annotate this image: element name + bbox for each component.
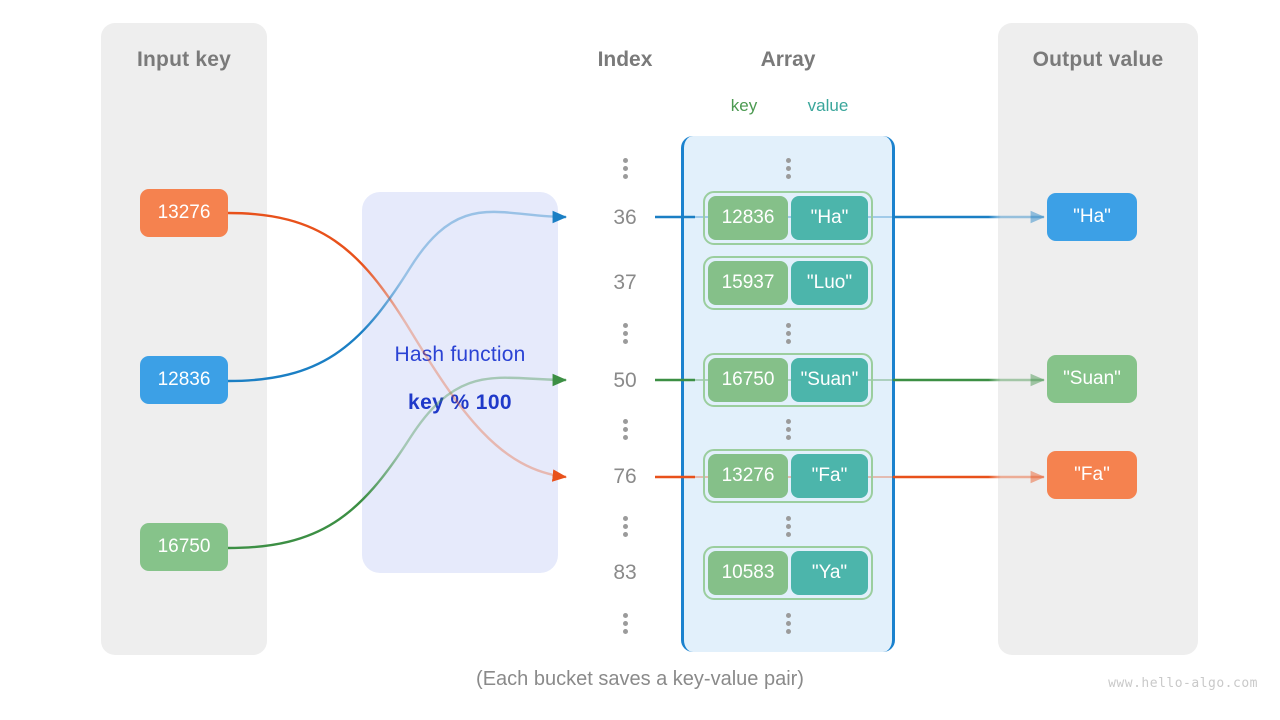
bucket-76-key: 13276 [708,454,788,498]
index-label-37: 37 [613,271,637,294]
input-key-12836[interactable]: 12836 [140,356,228,404]
array-ellipsis-2 [778,320,798,347]
index-ellipsis-2 [615,320,635,347]
index-ellipsis-4 [615,513,635,540]
index-ellipsis-top [615,155,635,182]
array-column-heading: Array [760,48,816,71]
bucket-83[interactable]: 10583 "Ya" [703,546,873,600]
output-value-fa[interactable]: "Fa" [1047,451,1137,499]
bucket-37[interactable]: 15937 "Luo" [703,256,873,310]
bucket-76[interactable]: 13276 "Fa" [703,449,873,503]
bucket-50[interactable]: 16750 "Suan" [703,353,873,407]
array-ellipsis-bottom [778,610,798,637]
hash-function-formula: key % 100 [407,391,513,414]
index-label-50: 50 [613,369,637,392]
bucket-76-value: "Fa" [791,454,868,498]
bucket-36-key: 12836 [708,196,788,240]
array-ellipsis-top [778,155,798,182]
output-value-suan[interactable]: "Suan" [1047,355,1137,403]
hash-function-label: Hash function [394,343,526,366]
output-value-panel: Output value [998,23,1198,655]
input-key-16750[interactable]: 16750 [140,523,228,571]
input-key-13276[interactable]: 13276 [140,189,228,237]
watermark: www.hello-algo.com [1108,676,1258,691]
index-label-76: 76 [613,465,637,488]
bucket-37-value: "Luo" [791,261,868,305]
output-panel-title: Output value [1032,48,1164,71]
value-subheading: value [807,96,849,115]
index-label-36: 36 [613,206,637,229]
bucket-36-value: "Ha" [791,196,868,240]
input-panel-title: Input key [137,48,231,71]
output-value-ha[interactable]: "Ha" [1047,193,1137,241]
bucket-50-key: 16750 [708,358,788,402]
bucket-83-value: "Ya" [791,551,868,595]
bucket-83-key: 10583 [708,551,788,595]
array-ellipsis-4 [778,513,798,540]
index-ellipsis-3 [615,416,635,443]
bucket-36[interactable]: 12836 "Ha" [703,191,873,245]
index-column-heading: Index [597,48,653,71]
bucket-50-value: "Suan" [791,358,868,402]
hash-function-box [362,192,558,573]
array-ellipsis-3 [778,416,798,443]
index-label-83: 83 [613,561,637,584]
key-subheading: key [730,96,758,115]
bucket-37-key: 15937 [708,261,788,305]
figure-caption: (Each bucket saves a key-value pair) [476,668,804,690]
index-ellipsis-bottom [615,610,635,637]
